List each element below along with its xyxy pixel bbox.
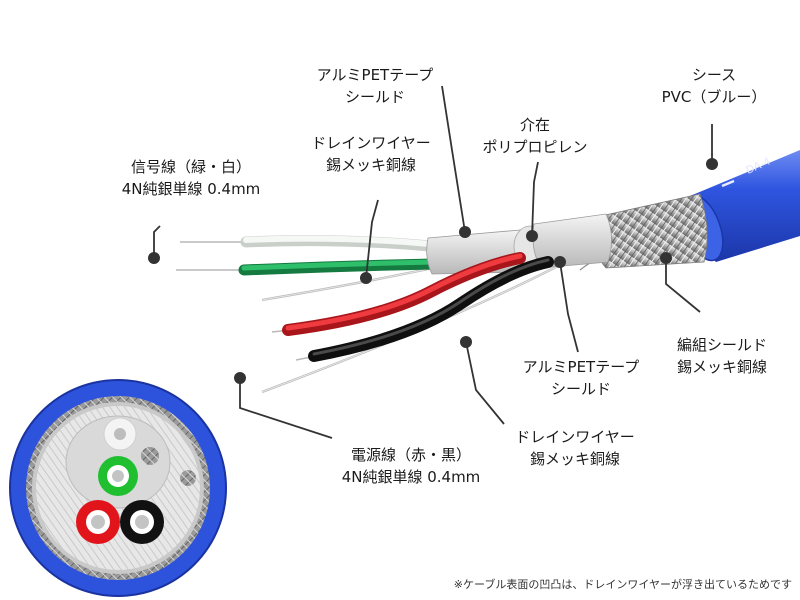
dot-filler bbox=[526, 230, 538, 242]
cross-white-core bbox=[114, 428, 126, 440]
footnote: ※ケーブル表面の凹凸は、ドレインワイヤーが浮き出ているためです bbox=[453, 578, 792, 591]
label-braid-shield-line1: 編組シールド bbox=[676, 336, 767, 354]
label-braid-shield-line2: 錫メッキ銅線 bbox=[676, 358, 767, 376]
label-foil-shield-bottom-line2: シールド bbox=[550, 380, 611, 398]
green-wire-jacket-hl bbox=[241, 259, 437, 271]
label-filler-line1: 介在 bbox=[519, 116, 550, 134]
leader-filler bbox=[531, 161, 539, 237]
leader-foil-top bbox=[441, 85, 466, 233]
cross-red-core bbox=[91, 515, 105, 529]
label-drain-wire-top-line2: 錫メッキ銅線 bbox=[325, 156, 416, 174]
label-signal-wire: 信号線（緑・白） 4N純銀単線 0.4mm bbox=[106, 156, 276, 200]
white-wire-jacket-hl bbox=[243, 235, 433, 247]
label-foil-shield-top-line1: アルミPETテープ bbox=[316, 66, 434, 84]
dot-power bbox=[234, 372, 246, 384]
label-drain-wire-top: ドレインワイヤー 錫メッキ銅線 bbox=[296, 132, 446, 176]
label-sheath: シース PVC（ブルー） bbox=[654, 64, 774, 108]
leader-braid bbox=[665, 258, 701, 313]
label-power-wire-line2: 4N純銀単線 0.4mm bbox=[341, 468, 481, 486]
cable-side-view: DA-4 bbox=[176, 150, 800, 394]
dot-sheath bbox=[706, 158, 718, 170]
red-wire bbox=[271, 252, 526, 336]
label-drain-wire-bottom-line2: 錫メッキ銅線 bbox=[529, 450, 620, 468]
label-sheath-line2: PVC（ブルー） bbox=[661, 88, 767, 106]
red-wire-jacket-hl bbox=[285, 253, 523, 331]
label-drain-wire-top-line1: ドレインワイヤー bbox=[311, 134, 431, 152]
white-wire bbox=[180, 235, 436, 252]
leader-signal bbox=[153, 225, 161, 258]
leader-drain-bottom bbox=[465, 341, 505, 425]
leader-foil-bottom bbox=[559, 261, 579, 353]
leader-drain-top bbox=[365, 199, 379, 279]
label-foil-shield-top-line2: シールド bbox=[344, 88, 405, 106]
cross-drain-lower bbox=[180, 470, 196, 486]
cross-green-core bbox=[112, 470, 124, 482]
label-drain-wire-bottom: ドレインワイヤー 錫メッキ銅線 bbox=[500, 426, 650, 470]
black-wire bbox=[295, 256, 554, 362]
leader-power bbox=[239, 378, 333, 439]
label-braid-shield: 編組シールド 錫メッキ銅線 bbox=[652, 334, 792, 378]
label-foil-shield-bottom: アルミPETテープ シールド bbox=[506, 356, 656, 400]
label-filler: 介在 ポリプロピレン bbox=[470, 114, 600, 158]
dot-drain-bottom bbox=[460, 336, 472, 348]
label-sheath-line1: シース bbox=[691, 66, 737, 84]
dot-drain-top bbox=[360, 272, 372, 284]
black-wire-jacket bbox=[308, 256, 554, 362]
label-power-wire: 電源線（赤・黒） 4N純銀単線 0.4mm bbox=[326, 444, 496, 488]
cross-black-core bbox=[135, 515, 149, 529]
green-wire bbox=[176, 258, 440, 276]
label-drain-wire-bottom-line1: ドレインワイヤー bbox=[515, 428, 635, 446]
dot-signal bbox=[148, 252, 160, 264]
cross-drain-upper bbox=[141, 447, 159, 465]
cable-cross-section bbox=[9, 379, 227, 597]
label-signal-wire-line1: 信号線（緑・白） bbox=[130, 158, 251, 176]
leader-dots bbox=[148, 158, 718, 384]
dot-foil-top bbox=[459, 226, 471, 238]
leader-lines bbox=[153, 85, 713, 439]
label-power-wire-line1: 電源線（赤・黒） bbox=[350, 446, 471, 464]
black-wire-jacket-hl bbox=[312, 258, 550, 356]
dot-foil-bottom bbox=[554, 256, 566, 268]
sheath-stripe bbox=[721, 179, 735, 188]
dot-braid bbox=[660, 252, 672, 264]
label-signal-wire-line2: 4N純銀単線 0.4mm bbox=[121, 180, 261, 198]
label-foil-shield-bottom-line1: アルミPETテープ bbox=[522, 358, 640, 376]
label-foil-shield-top: アルミPETテープ シールド bbox=[300, 64, 450, 108]
label-filler-line2: ポリプロピレン bbox=[482, 138, 588, 156]
